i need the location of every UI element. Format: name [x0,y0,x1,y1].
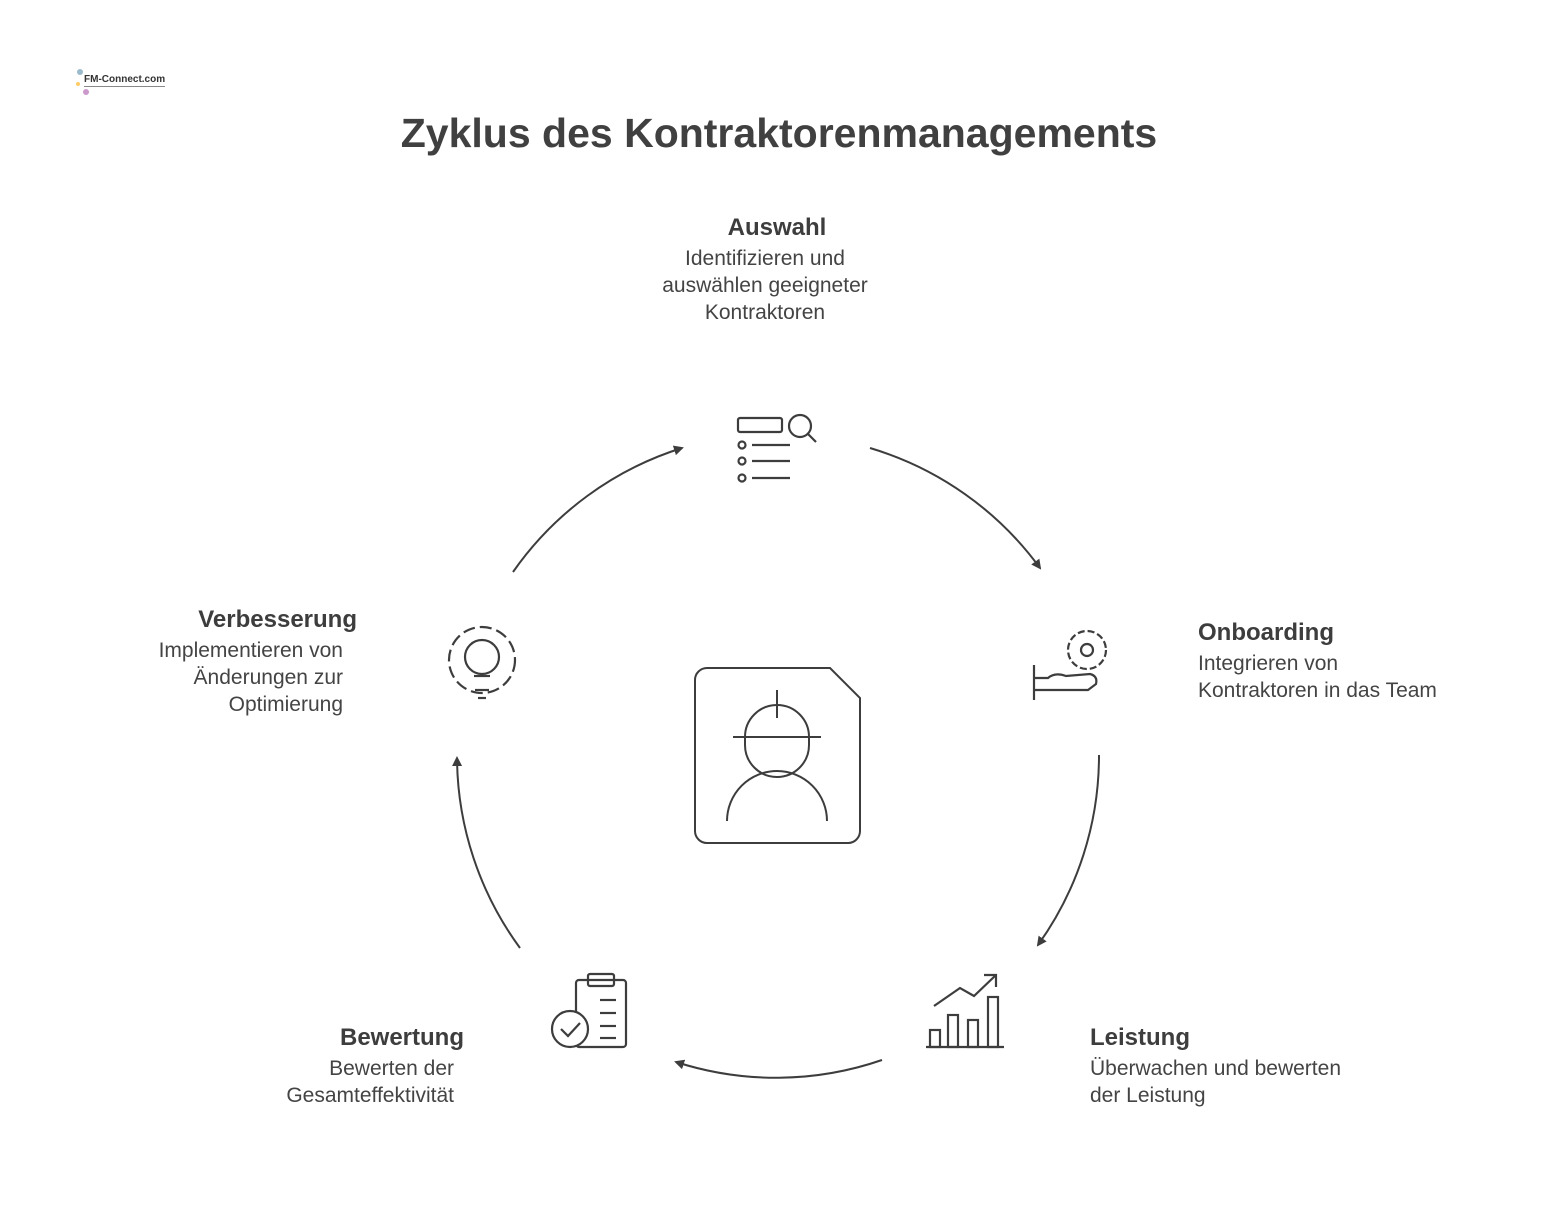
hand-gear-icon [1032,629,1108,700]
clipboard-check-icon [550,972,628,1049]
gear-lightbulb-icon [447,625,517,700]
stage-leistung: Leistung Überwachen und bewerten der Lei… [1090,1024,1341,1109]
description-line: Kontraktoren in das Team [1198,679,1437,702]
logo: FM-Connect.com [74,64,166,100]
description-line: der Leistung [1090,1084,1206,1107]
description-line: Überwachen und bewerten [1090,1057,1341,1080]
description-line: auswählen geeigneter [662,274,868,297]
stage-onboarding: Onboarding Integrieren von Kontraktoren … [1198,619,1437,704]
description-line: Änderungen zur [193,666,343,689]
description-line: Optimierung [228,693,343,716]
description-line: Integrieren von [1198,652,1339,675]
arrow-auswahl-to-onboarding [869,447,1042,570]
arrow-onboarding-to-leistung [1036,754,1101,947]
stage-title: Verbesserung [198,606,357,633]
description-line: Gesamteffektivität [286,1084,454,1107]
stage-title: Auswahl [727,214,827,241]
stage-title: Leistung [1090,1024,1190,1051]
arrow-bewertung-to-verbesserung [452,756,521,949]
bar-chart-growth-icon [926,973,1004,1049]
arrow-leistung-to-bewertung [674,1059,883,1079]
description-line: Bewerten der [329,1057,454,1080]
arrow-verbesserung-to-auswahl [512,445,684,573]
page-title: Zyklus des Kontraktorenmanagements [400,110,1158,156]
list-search-icon [736,413,817,483]
logo-graphic [76,69,89,95]
stage-verbesserung: Verbesserung Implementieren von Änderung… [159,606,357,718]
logo-text: FM-Connect.com [84,74,166,87]
stage-auswahl: Auswahl Identifizieren und auswählen gee… [565,214,965,326]
stage-title: Bewertung [339,1024,464,1051]
description-line: Kontraktoren [704,301,826,324]
stage-title: Onboarding [1198,619,1334,646]
stage-bewertung: Bewertung Bewerten der Gesamteffektivitä… [286,1024,464,1109]
worker-helmet-profile-icon [694,667,861,844]
description-line: Implementieren von [158,639,343,662]
description-line: Identifizieren und [685,247,845,270]
